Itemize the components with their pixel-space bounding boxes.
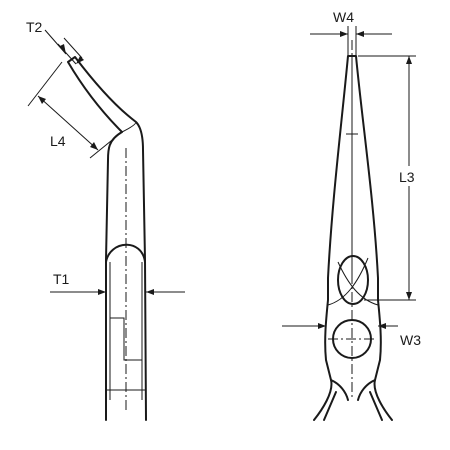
- dimension-l3: L3: [358, 55, 422, 301]
- dimension-label-l3: L3: [399, 169, 415, 185]
- side-view-outline: [67, 56, 147, 421]
- dimension-label-t2: T2: [26, 19, 43, 35]
- front-view-joint-curve: [327, 257, 379, 306]
- dimension-label-t1: T1: [53, 271, 70, 287]
- dimension-w4: W4: [310, 9, 392, 56]
- side-view-bend-edge: [121, 121, 137, 133]
- front-view-handle-left-inner: [323, 391, 337, 421]
- front-view-jaw-outline: [313, 55, 393, 421]
- front-view-upper-oval: [337, 255, 369, 305]
- dimension-t2: T2: [26, 19, 84, 65]
- side-view: T2 L4 T1: [26, 19, 185, 421]
- dimension-label-l4: L4: [50, 133, 66, 149]
- front-view: W4 L3 W3: [282, 9, 422, 421]
- dimension-w3: W3: [282, 323, 421, 348]
- dimension-l4: L4: [27, 61, 123, 159]
- dimension-t1: T1: [50, 271, 185, 295]
- side-view-step: [110, 317, 142, 361]
- front-view-handle-arc-left: [330, 379, 349, 401]
- front-view-handle-right-inner: [369, 391, 383, 421]
- dimension-label-w4: W4: [333, 9, 354, 25]
- dimension-label-w3: W3: [400, 332, 421, 348]
- front-view-handle-arc-right: [357, 379, 376, 401]
